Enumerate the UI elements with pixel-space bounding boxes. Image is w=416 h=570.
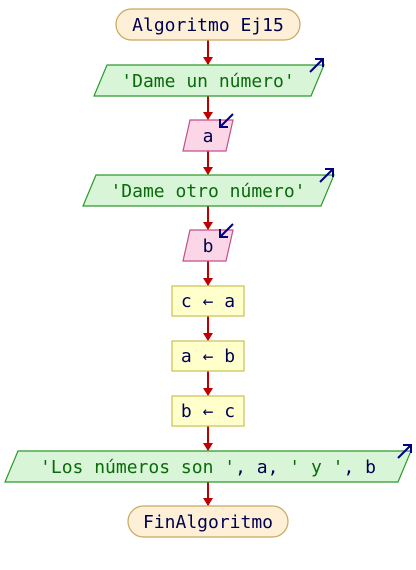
start-label: Algoritmo Ej15 [132, 15, 284, 36]
output-block-1: 'Dame un número' [93, 58, 325, 97]
connector-output2-to-input2-head [203, 222, 213, 230]
output-3-separator-2: , b [343, 457, 376, 478]
output-3-string-2: ' y ' [289, 457, 343, 478]
input-arrow-icon [219, 113, 234, 128]
connector-start-to-output1-head [203, 57, 213, 65]
input-arrow-icon [219, 223, 234, 238]
input-block-2: b [182, 223, 234, 262]
output-arrow-icon [309, 58, 324, 73]
start-terminal: Algoritmo Ej15 [115, 8, 301, 41]
output-3-string-1: 'Los números son ' [40, 457, 235, 478]
input-2-text: b [203, 236, 214, 257]
assign-2-text: a ← b [181, 346, 235, 367]
output-1-text: 'Dame un número' [121, 71, 294, 92]
output-2-text: 'Dame otro número' [110, 181, 305, 202]
connector-assign1-to-assign2-head [203, 333, 213, 341]
process-block-1: c ← a [171, 285, 245, 317]
connector-output3-to-end-head [203, 498, 213, 506]
connector-assign3-to-output3-head [203, 443, 213, 451]
output-block-3: 'Los números son ', a, ' y ', b [4, 444, 412, 483]
connectors [203, 40, 213, 506]
output-3-text: 'Los números son ', a, ' y ', b [40, 457, 376, 478]
process-block-2: a ← b [171, 340, 245, 372]
input-1-text: a [203, 126, 214, 147]
connector-output1-to-input1-head [203, 112, 213, 120]
end-label: FinAlgoritmo [143, 512, 273, 533]
input-block-1: a [182, 113, 234, 152]
end-terminal: FinAlgoritmo [127, 505, 289, 538]
output-3-separator-1: , a, [235, 457, 289, 478]
output-block-2: 'Dame otro número' [82, 168, 335, 207]
process-block-3: b ← c [171, 395, 245, 427]
connector-input2-to-assign1-head [203, 278, 213, 286]
output-arrow-icon [397, 444, 412, 459]
connector-input1-to-output2-head [203, 167, 213, 175]
assign-3-text: b ← c [181, 401, 235, 422]
connector-assign2-to-assign3-head [203, 388, 213, 396]
assign-1-text: c ← a [181, 291, 235, 312]
output-arrow-icon [319, 168, 334, 183]
